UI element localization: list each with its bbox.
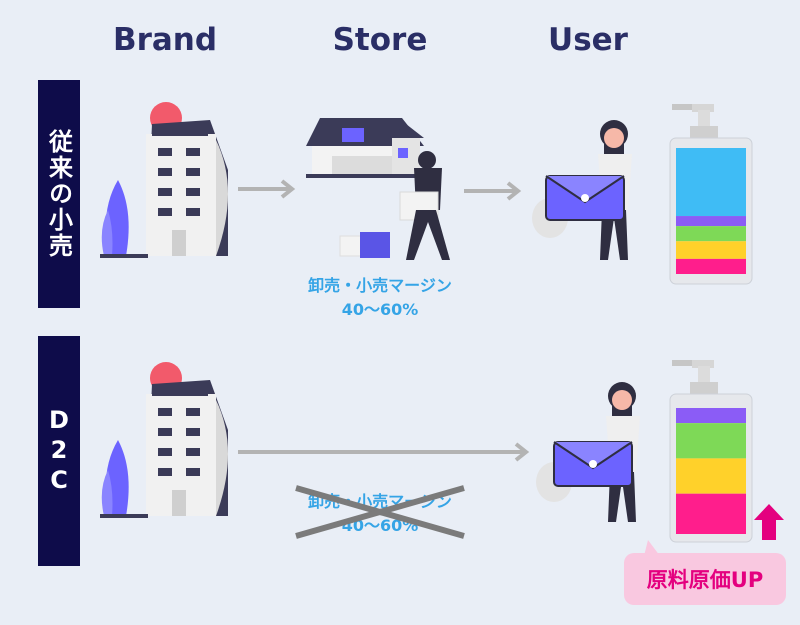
callout-tail [644, 540, 660, 556]
arrow-store-to-user [464, 181, 522, 201]
cross-out-mark [295, 485, 465, 539]
brand-building-d2c [100, 362, 228, 518]
margin-line1: 卸売・小売マージン [308, 276, 452, 295]
bottle-layer [676, 258, 746, 274]
margin-line2-d2c: 40〜60% [341, 516, 419, 535]
bottle-d2c [669, 360, 753, 543]
bottle-d2c-layers [676, 408, 746, 534]
row-label-traditional: 従来の小売 [38, 80, 80, 308]
arrow-brand-to-store [238, 179, 296, 199]
bottle-layer [676, 423, 746, 459]
bottle-layer [676, 493, 746, 534]
bottle-layer [676, 408, 746, 424]
bottle-layer [676, 226, 746, 242]
user-person-d2c [536, 382, 640, 522]
row-label-d2c: D2C [38, 336, 80, 566]
user-person-traditional [532, 120, 632, 260]
margin-line2: 40〜60% [341, 300, 419, 319]
margin-line1-d2c: 卸売・小売マージン [308, 492, 452, 511]
store-scene [306, 118, 450, 260]
cost-up-label: 原料原価UP [646, 568, 764, 592]
header-user: User [548, 22, 628, 58]
margin-label-d2c-removed: 卸売・小売マージン 40〜60% [270, 490, 490, 538]
bottle-layer [676, 458, 746, 494]
bottle-traditional-layers [676, 148, 746, 274]
margin-label-traditional: 卸売・小売マージン 40〜60% [270, 274, 490, 322]
bottle-layer [676, 241, 746, 259]
header-brand: Brand [112, 22, 218, 58]
up-arrow-icon [754, 504, 784, 540]
header-store: Store [332, 22, 428, 58]
bottle-layer [676, 216, 746, 227]
cost-up-callout: 原料原価UP [624, 553, 786, 605]
bottle-traditional [669, 104, 753, 285]
bottle-layer [676, 148, 746, 217]
brand-building-traditional [100, 102, 228, 258]
arrow-brand-to-user-direct [238, 442, 530, 462]
